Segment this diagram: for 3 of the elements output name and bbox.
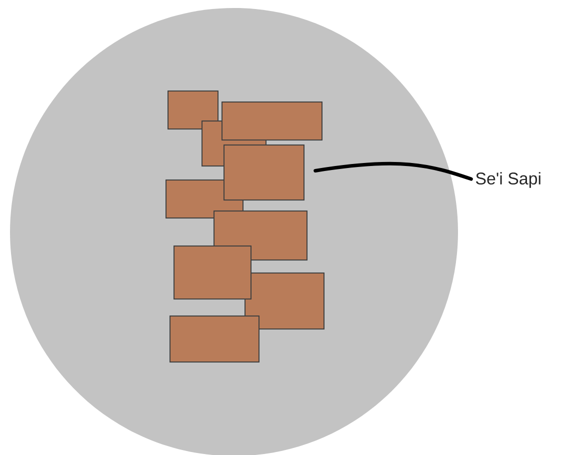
label-text: Se'i Sapi bbox=[476, 172, 540, 188]
leader-line bbox=[314, 162, 473, 181]
meat-slice bbox=[224, 144, 304, 200]
